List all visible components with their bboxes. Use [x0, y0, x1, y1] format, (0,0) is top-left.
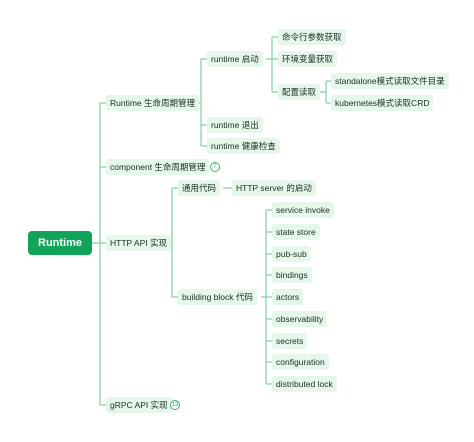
node-configuration[interactable]: configuration: [272, 354, 329, 370]
node-config-read[interactable]: 配置读取: [278, 84, 321, 100]
node-runtime-health[interactable]: runtime 健康检查: [207, 138, 280, 154]
collapsed-count-badge[interactable]: 13: [170, 400, 180, 410]
node-cmd-args[interactable]: 命令行参数获取: [278, 29, 346, 45]
node-actors[interactable]: actors: [272, 289, 304, 305]
collapsed-count-badge[interactable]: 7: [210, 162, 220, 172]
node-state-store[interactable]: state store: [272, 224, 320, 240]
node-distributed-lock[interactable]: distributed lock: [272, 376, 337, 392]
root-node-runtime[interactable]: Runtime: [28, 231, 92, 255]
node-component-lifecycle[interactable]: component 生命周期管理: [106, 159, 210, 175]
node-secrets[interactable]: secrets: [272, 333, 308, 349]
node-runtime-exit[interactable]: runtime 退出: [207, 117, 263, 133]
node-common-code[interactable]: 通用代码: [178, 180, 221, 196]
node-service-invoke[interactable]: service invoke: [272, 202, 334, 218]
node-kubernetes-mode[interactable]: kubernetes模式读取CRD: [331, 95, 434, 111]
node-standalone-mode[interactable]: standalone模式读取文件目录: [331, 73, 449, 89]
node-observability[interactable]: observability: [272, 311, 328, 327]
node-bindings[interactable]: bindings: [272, 267, 312, 283]
node-runtime-lifecycle[interactable]: Runtime 生命周期管理: [106, 95, 200, 111]
node-pub-sub[interactable]: pub-sub: [272, 246, 311, 262]
node-env-vars[interactable]: 环境变量获取: [278, 51, 338, 67]
node-http-api[interactable]: HTTP API 实现: [106, 235, 171, 251]
node-runtime-start[interactable]: runtime 启动: [207, 51, 263, 67]
node-grpc-api[interactable]: gRPC API 实现: [106, 397, 172, 413]
node-http-server-start[interactable]: HTTP server 的启动: [232, 180, 316, 196]
node-building-block-code[interactable]: building block 代码: [178, 289, 257, 305]
